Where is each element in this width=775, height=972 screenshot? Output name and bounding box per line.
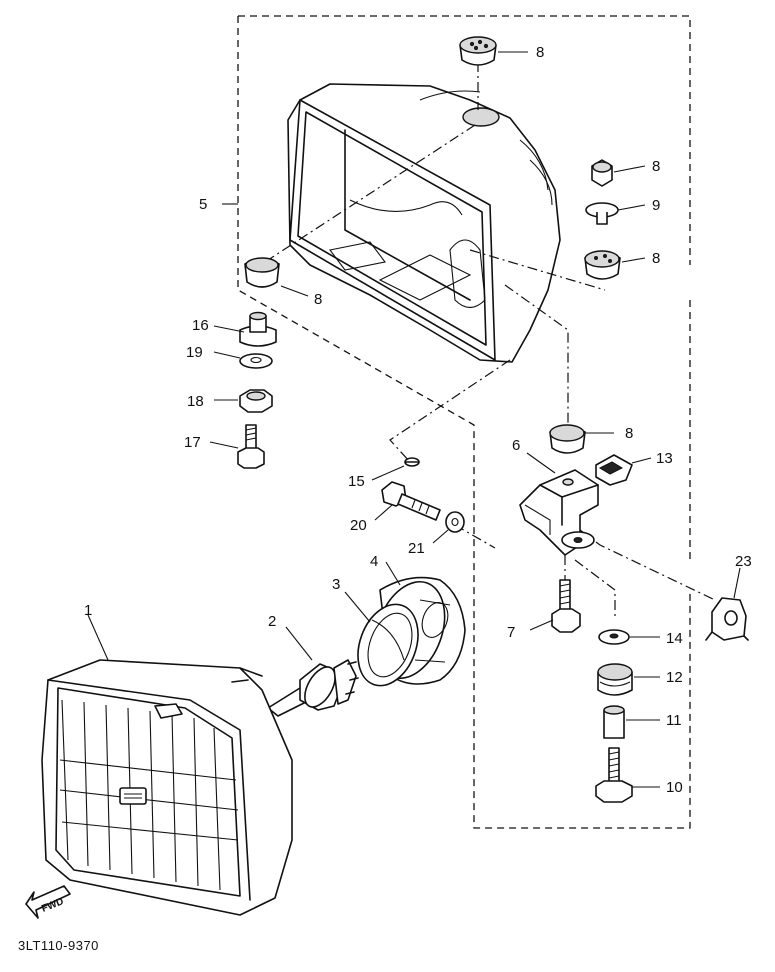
callout-8-top: 8	[536, 44, 544, 61]
callout-19: 18	[187, 393, 204, 410]
washer-15	[598, 629, 630, 645]
bolt-21	[381, 481, 441, 521]
clip-14	[595, 454, 633, 486]
callout-4: 4	[370, 553, 378, 570]
grommet-right	[584, 250, 621, 280]
bolt-7	[551, 579, 581, 633]
damper-13	[597, 663, 633, 696]
washer-20	[239, 353, 273, 369]
bolt-11	[595, 747, 633, 803]
callout-2: 2	[268, 613, 276, 630]
nut-10	[591, 159, 613, 187]
bulb-2	[267, 659, 359, 717]
grommet-top	[459, 36, 497, 66]
callout-13: 12	[666, 669, 683, 686]
callout-21: 20	[350, 517, 367, 534]
nut-19	[239, 389, 273, 413]
callout-8-bracket: 8	[625, 425, 633, 442]
callout-7: 7	[507, 624, 515, 641]
callout-10: 8	[652, 158, 660, 175]
grommet-left	[244, 257, 280, 288]
callout-1: 1	[84, 602, 92, 619]
callout-11: 10	[666, 779, 683, 796]
callout-18: 17	[184, 434, 201, 451]
callout-14: 13	[656, 450, 673, 467]
callout-9: 9	[652, 197, 660, 214]
headlight-housing	[287, 83, 561, 363]
callout-5: 5	[199, 196, 207, 213]
clip-23	[705, 597, 749, 641]
grommet-bracket	[549, 424, 586, 454]
collar-17	[239, 311, 277, 347]
collar-12	[603, 705, 625, 739]
callout-labels: 8 8 9 8 5 8 16 19 18 17 15 20 21 6 8 13 …	[84, 44, 752, 796]
washer-22	[445, 511, 465, 533]
callout-20: 19	[186, 344, 203, 361]
callout-15: 14	[666, 630, 683, 647]
callout-17: 16	[192, 317, 209, 334]
washer-9	[585, 202, 619, 225]
bolt-18	[237, 424, 265, 469]
bracket-6	[519, 469, 599, 556]
callout-8-left: 8	[314, 291, 322, 308]
callout-12: 11	[666, 712, 682, 729]
rim-3	[357, 603, 419, 687]
assembly-boundary	[237, 15, 691, 829]
callout-leaders	[87, 51, 741, 788]
callout-8-right: 8	[652, 250, 660, 267]
callout-16: 15	[348, 473, 365, 490]
callout-6: 6	[512, 437, 520, 454]
drawing-code: 3LT110-9370	[18, 938, 99, 953]
callout-3: 3	[332, 576, 340, 593]
headlight-unit-1	[41, 659, 293, 916]
screw-16	[404, 457, 420, 467]
callout-22: 21	[408, 540, 425, 557]
fwd-arrow-icon: FWD	[25, 885, 71, 919]
callout-23: 23	[735, 553, 752, 570]
